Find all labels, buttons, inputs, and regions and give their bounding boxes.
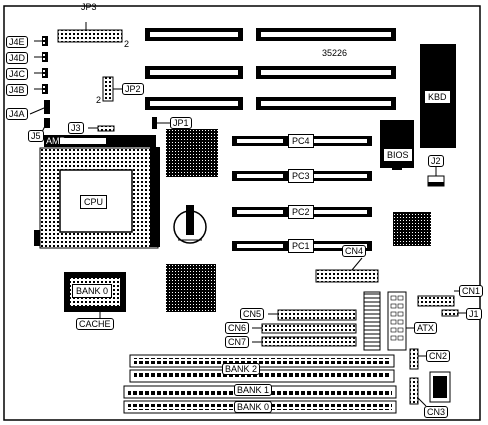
cn6-header [261, 323, 357, 334]
chip-io [393, 212, 431, 246]
j4-headers [42, 36, 50, 128]
bank1-label: BANK 1 [234, 384, 273, 396]
bank0-label: BANK 0 [234, 401, 273, 413]
jp2-pin-number: 2 [96, 95, 102, 105]
atx-label: ATX [414, 322, 437, 334]
cn2-label: CN2 [426, 350, 451, 362]
chip-north [166, 129, 218, 177]
j5-label: J5 [28, 130, 44, 142]
jp1-label: JP1 [170, 117, 192, 129]
pc3-label: PC3 [288, 169, 314, 183]
pc1-label: PC1 [288, 239, 314, 253]
kbd-label: KBD [424, 90, 451, 104]
jp3-header [57, 29, 123, 43]
jp3-pin-number: 2 [124, 39, 130, 49]
cache-label: CACHE [76, 318, 114, 330]
isa-slots [145, 28, 396, 110]
j4e-label: J4E [6, 36, 28, 48]
j4d-label: J4D [6, 52, 29, 64]
cpu-label: CPU [80, 195, 108, 209]
jp2-jumper [102, 76, 114, 102]
cn7-label: CN7 [225, 336, 250, 348]
pc2-label: PC2 [288, 205, 314, 219]
bios-label: BIOS [383, 148, 413, 162]
cn4-header [315, 269, 379, 283]
j3-label: J3 [68, 122, 84, 134]
pci-slots [232, 136, 372, 251]
cn1-label: CN1 [459, 285, 484, 297]
cache-bank0-label: BANK 0 [72, 284, 113, 298]
amp-label: AMP [46, 136, 66, 146]
jp3-label: JP3 [81, 2, 97, 12]
cn4-label: CN4 [342, 245, 367, 257]
j2-label: J2 [428, 155, 444, 167]
cn6-label: CN6 [225, 322, 250, 334]
cn7-header [261, 336, 357, 347]
board-outline [3, 5, 481, 421]
board-code: 35226 [322, 48, 348, 58]
pc4-label: PC4 [288, 134, 314, 148]
cn3-label: CN3 [424, 406, 449, 418]
cn5-header [277, 309, 357, 321]
j1-label: J1 [466, 308, 482, 320]
jp2-label: JP2 [122, 83, 144, 95]
atx-connector-a [363, 291, 381, 351]
chip-south [166, 264, 216, 312]
cn5-label: CN5 [240, 308, 265, 320]
j4c-label: J4C [6, 68, 29, 80]
j4a-label: J4A [6, 108, 28, 120]
bank2-label: BANK 2 [222, 363, 261, 375]
j4b-label: J4B [6, 84, 28, 96]
